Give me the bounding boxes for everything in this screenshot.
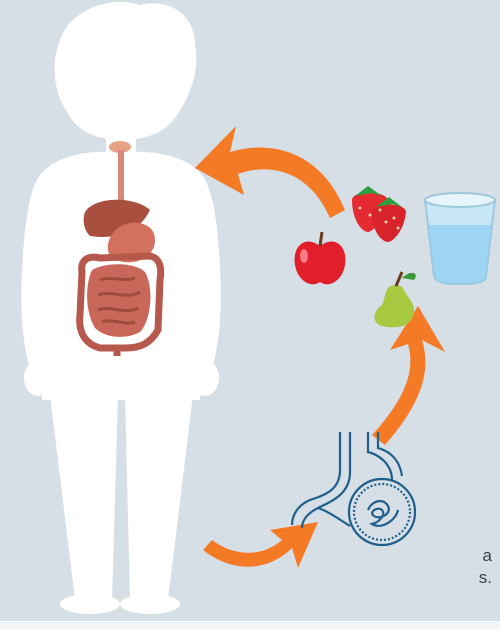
arrow-to-body <box>195 126 345 218</box>
caption-line-1: a <box>452 545 492 567</box>
water-glass-icon <box>425 193 495 284</box>
bottom-strip <box>0 621 500 629</box>
small-intestine-icon <box>87 264 150 337</box>
arrow-up-right <box>372 306 445 445</box>
pear-icon <box>374 272 415 327</box>
apple-icon <box>295 232 346 284</box>
strawberries-icon <box>352 186 406 242</box>
caption-text: a s. <box>452 545 492 589</box>
arrow-bottom <box>203 522 318 568</box>
caption-line-2: s. <box>452 567 492 589</box>
